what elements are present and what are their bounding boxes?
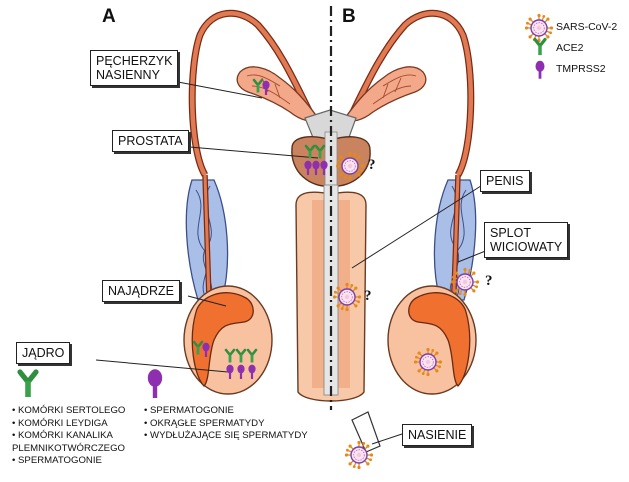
- tmprss2-cell-list: SPERMATOGONIE OKRĄGŁE SPERMATYDY WYDŁUŻA…: [144, 405, 308, 443]
- tmprss2-cell-item: SPERMATOGONIE: [144, 405, 308, 418]
- ace2-cell-item-continued: PLEMNIKOTWÓRCZEGO: [12, 443, 125, 456]
- tmprss2-cell-item: WYDŁUŻAJĄCE SIĘ SPERMATYDY: [144, 430, 308, 443]
- ace2-list-icon: [20, 372, 36, 397]
- question-mark-penis: ?: [364, 288, 372, 305]
- label-penis: PENIS: [480, 170, 530, 192]
- question-mark-plexus: ?: [485, 273, 493, 290]
- label-seminal-vesicle: PĘCHERZYK NASIENNY: [90, 50, 178, 86]
- label-pampiniform-plexus: SPLOT WICIOWATY: [484, 222, 568, 258]
- label-testis: JĄDRO: [16, 342, 70, 364]
- panel-label-a: A: [102, 6, 116, 28]
- semen-cup-icon: [352, 412, 380, 452]
- virus-penis-icon: [333, 283, 361, 311]
- label-plexus-line1: SPLOT: [490, 226, 562, 240]
- legend-virus-label: SARS-CoV-2: [556, 21, 617, 33]
- legend-virus-icon: [525, 14, 553, 42]
- virus-testis-icon: [414, 348, 442, 376]
- ace2-cell-item: KOMÓRKI KANALIKA: [12, 430, 125, 443]
- label-epididymis: NAJĄDRZE: [102, 280, 180, 302]
- tmprss2-cell-item: OKRĄGŁE SPERMATYDY: [144, 418, 308, 431]
- label-plexus-line2: WICIOWATY: [490, 240, 562, 254]
- legend-tmprss2-icon: [536, 61, 545, 79]
- legend-tmprss2-label: TMPRSS2: [556, 63, 606, 75]
- panel-label-b: B: [342, 6, 356, 28]
- ace2-cell-item: KOMÓRKI LEYDIGA: [12, 418, 125, 431]
- virus-plexus-icon: [451, 268, 479, 296]
- label-seminal-vesicle-line1: PĘCHERZYK: [96, 54, 172, 68]
- ace2-cell-item: SPERMATOGONIE: [12, 455, 125, 468]
- label-prostate: PROSTATA: [112, 130, 189, 152]
- legend-ace2-label: ACE2: [556, 42, 583, 54]
- legend-ace2-icon: [535, 40, 545, 56]
- ace2-cell-item: KOMÓRKI SERTOLEGO: [12, 405, 125, 418]
- tmprss2-list-icon: [148, 369, 162, 398]
- label-seminal-vesicle-line2: NASIENNY: [96, 68, 172, 82]
- ace2-cell-list: KOMÓRKI SERTOLEGO KOMÓRKI LEYDIGA KOMÓRK…: [12, 405, 125, 468]
- virus-prostate-icon: [336, 152, 364, 180]
- virus-semen-icon: [345, 441, 373, 469]
- label-semen: NASIENIE: [402, 424, 472, 446]
- question-mark-prostate: ?: [368, 157, 376, 174]
